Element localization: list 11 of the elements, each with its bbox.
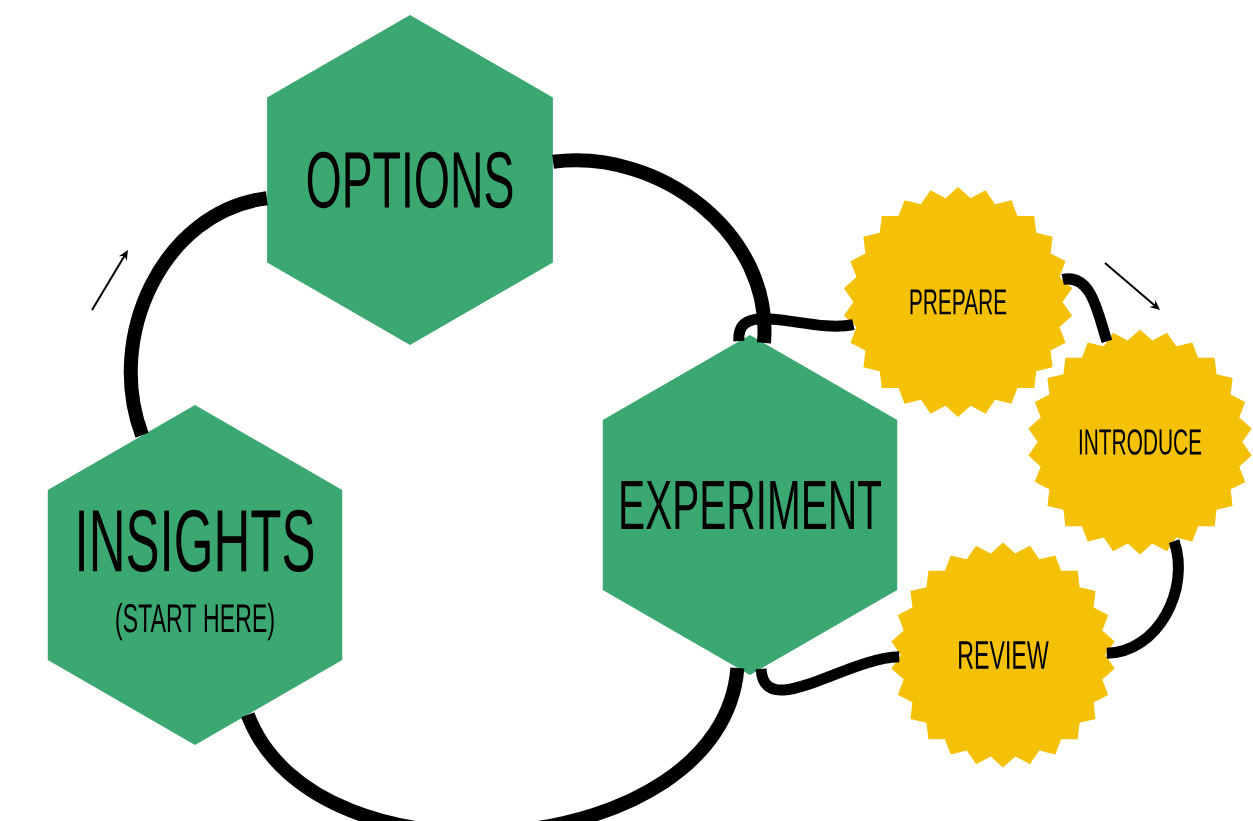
connector-arc (733, 313, 855, 342)
connector-arc (124, 191, 269, 438)
connector-arc (755, 651, 900, 696)
hexagon-box: EXPERIMENT (602, 335, 898, 675)
connector-arc (241, 666, 745, 821)
connector-arc (552, 153, 771, 343)
hexagon-box: INSIGHTS (START HERE) (47, 405, 343, 745)
starburst-badge: INTRODUCE (1028, 329, 1252, 555)
hexagon-box: OPTIONS (267, 15, 553, 345)
starburst-badge: REVIEW (891, 542, 1115, 768)
starburst-badge: PREPARE (843, 187, 1073, 417)
